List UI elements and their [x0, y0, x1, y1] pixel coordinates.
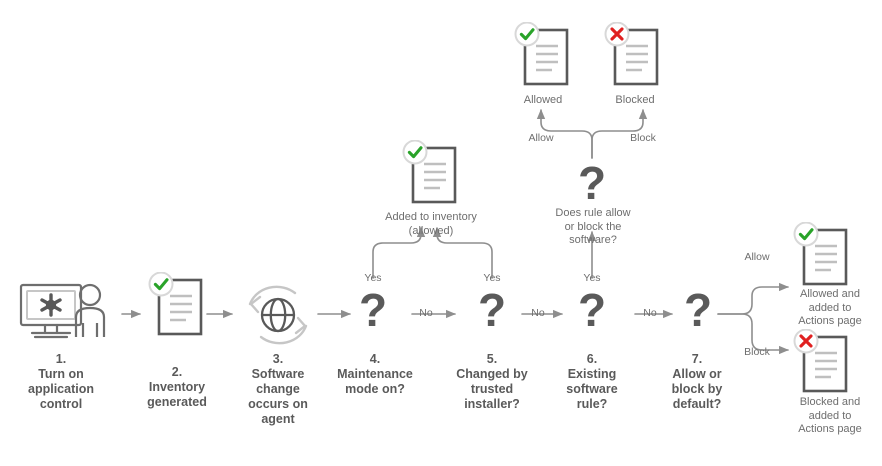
- step6-yes-label: Yes: [583, 272, 601, 284]
- document-allowed-icon: [514, 21, 569, 86]
- outcome-inventory-added-icon: [400, 139, 462, 217]
- outcome-allowed-icon: [512, 21, 574, 99]
- document-allowed-icon: [148, 271, 203, 336]
- step1-number: 1.: [55, 352, 67, 366]
- document-blocked-icon: [604, 21, 659, 86]
- step4-number: 4.: [369, 352, 381, 366]
- step5-number: 5.: [486, 352, 498, 366]
- step7-question-mark-icon: ?: [683, 284, 713, 336]
- step6-question-mark-icon: ?: [577, 284, 607, 336]
- cross-badge-icon: [793, 328, 819, 354]
- outcome-blocked-icon: [602, 21, 664, 99]
- outcome-blocked-actions-icon: [791, 328, 853, 406]
- gear-asterisk-icon: [40, 293, 62, 317]
- check-badge-icon: [514, 21, 540, 47]
- outcome-allowed-caption: Allowed: [523, 94, 563, 106]
- step2-icon-document-allowed: [146, 271, 208, 349]
- step4-yes-label: Yes: [364, 272, 382, 284]
- rule-block-label: Block: [630, 132, 656, 144]
- check-badge-icon: [793, 221, 819, 247]
- person-icon: [74, 283, 106, 337]
- globe-refresh-icon: [248, 285, 308, 345]
- rule-allow-label: Allow: [528, 132, 554, 144]
- cross-badge-icon: [604, 21, 630, 47]
- step3-number: 3.: [272, 352, 284, 366]
- step7-block-label: Block: [744, 346, 770, 358]
- step5-no-label: No: [531, 307, 545, 319]
- check-badge-icon: [148, 271, 174, 297]
- outcome-allowed-actions-icon: [791, 221, 853, 299]
- step1-icon-monitor-user: [18, 281, 122, 348]
- check-badge-icon: [402, 139, 428, 165]
- step2-number: 2.: [171, 365, 183, 379]
- step4-no-label: No: [419, 307, 433, 319]
- document-allowed-icon: [402, 139, 457, 204]
- outcome-inventory-added-caption: Added to inventory(allowed): [385, 211, 477, 237]
- monitor-user-icon: [19, 283, 106, 339]
- document-blocked-icon: [793, 328, 848, 393]
- outcome-blocked-caption: Blocked: [615, 94, 655, 106]
- step3-icon-globe-refresh: [238, 282, 318, 353]
- step6-no-label: No: [643, 307, 657, 319]
- step5-question-mark-icon: ?: [477, 284, 507, 336]
- document-allowed-icon: [793, 221, 848, 286]
- step5-yes-label: Yes: [483, 272, 501, 284]
- step7-number: 7.: [691, 352, 703, 366]
- step6-number: 6.: [586, 352, 598, 366]
- step7-allow-label: Allow: [744, 251, 770, 263]
- globe-icon: [260, 297, 296, 333]
- rule-question-mark-icon: ?: [577, 157, 607, 209]
- step4-question-mark-icon: ?: [358, 284, 388, 336]
